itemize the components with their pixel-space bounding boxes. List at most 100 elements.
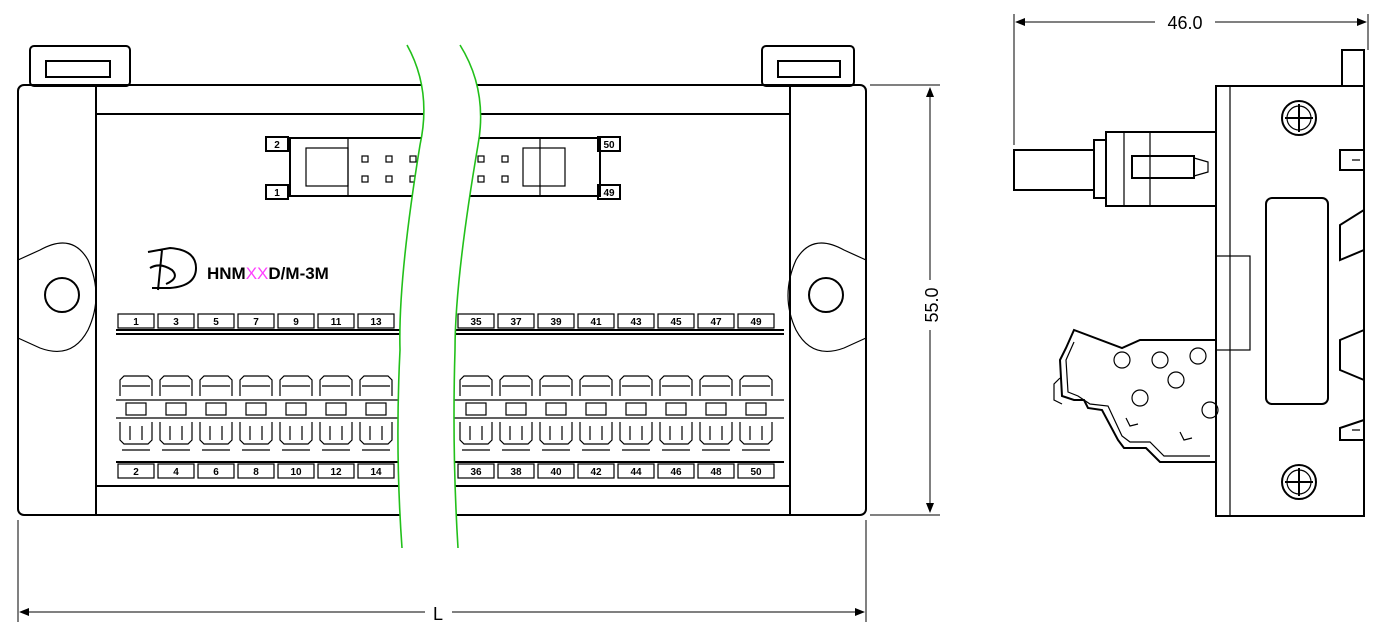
svg-text:41: 41	[590, 317, 602, 328]
terminal-label: 49	[737, 313, 775, 329]
svg-text:1: 1	[274, 188, 280, 199]
terminal-label: 7	[237, 313, 275, 329]
terminal-label: 5	[197, 313, 235, 329]
terminal-cell	[199, 375, 233, 451]
dimension-width: 46.0	[1013, 13, 1369, 145]
header-pin-label-50: 50	[597, 136, 621, 152]
terminal-cell	[659, 375, 693, 451]
svg-text:42: 42	[590, 467, 602, 478]
svg-text:48: 48	[710, 467, 722, 478]
terminal-cell	[739, 375, 773, 451]
terminal-cell	[359, 375, 393, 451]
terminal-cell	[699, 375, 733, 451]
svg-text:5: 5	[213, 317, 219, 328]
terminal-cell	[579, 375, 613, 451]
svg-text:45: 45	[670, 317, 682, 328]
mounting-tab-right	[761, 45, 855, 87]
terminal-cell	[279, 375, 313, 451]
svg-text:1: 1	[133, 317, 139, 328]
terminal-label: 45	[657, 313, 695, 329]
break-line-right	[453, 44, 482, 549]
svg-text:12: 12	[330, 467, 342, 478]
terminal-label: 12	[317, 463, 355, 479]
terminal-label: 1	[117, 313, 155, 329]
header-pin	[477, 175, 485, 183]
screw-icon	[1281, 464, 1317, 500]
mounting-tab-left	[29, 45, 131, 87]
terminal-cell	[459, 375, 493, 451]
svg-text:44: 44	[630, 467, 642, 478]
terminal-label: 6	[197, 463, 235, 479]
terminal-label: 39	[537, 313, 575, 329]
svg-text:49: 49	[603, 188, 615, 199]
header-pin	[385, 155, 393, 163]
terminal-label: 36	[457, 463, 495, 479]
terminal-cell	[239, 375, 273, 451]
svg-text:13: 13	[370, 317, 382, 328]
svg-text:38: 38	[510, 467, 522, 478]
terminal-label: 13	[357, 313, 395, 329]
svg-text:11: 11	[331, 317, 342, 328]
company-logo-icon	[147, 246, 198, 291]
svg-text:50: 50	[750, 467, 762, 478]
header-pin-label-2: 2	[265, 136, 289, 152]
svg-text:55.0: 55.0	[922, 287, 942, 322]
terminal-label: 50	[737, 463, 775, 479]
svg-text:14: 14	[370, 467, 382, 478]
svg-text:6: 6	[213, 467, 219, 478]
terminal-label: 47	[697, 313, 735, 329]
header-pin	[361, 155, 369, 163]
terminal-label: 4	[157, 463, 195, 479]
terminal-cell	[159, 375, 193, 451]
dimension-length: L	[17, 520, 867, 624]
header-pin	[385, 175, 393, 183]
terminal-label: 9	[277, 313, 315, 329]
svg-text:46.0: 46.0	[1167, 13, 1202, 33]
header-pin	[409, 155, 417, 163]
svg-text:50: 50	[603, 140, 615, 151]
terminal-label: 41	[577, 313, 615, 329]
header-pin	[361, 175, 369, 183]
svg-text:46: 46	[670, 467, 682, 478]
break-line-left	[397, 44, 425, 549]
svg-text:10: 10	[290, 467, 302, 478]
svg-text:49: 49	[750, 317, 762, 328]
header-pin	[501, 155, 509, 163]
model-number: HNMXXD/M-3M	[207, 264, 329, 283]
terminal-cell	[619, 375, 653, 451]
front-view: 2 1 50 49 HNMXXD/M-3M	[17, 44, 942, 624]
svg-text:40: 40	[550, 467, 562, 478]
mounting-hole-left	[44, 277, 80, 313]
screw-icon	[1281, 100, 1317, 136]
terminal-label: 35	[457, 313, 495, 329]
svg-text:L: L	[433, 604, 443, 624]
svg-text:3: 3	[173, 317, 179, 328]
terminal-label: 46	[657, 463, 695, 479]
svg-text:2: 2	[133, 467, 139, 478]
terminal-label: 44	[617, 463, 655, 479]
terminal-label: 42	[577, 463, 615, 479]
svg-text:2: 2	[274, 140, 280, 151]
terminal-cell	[119, 375, 153, 451]
terminal-cell	[539, 375, 573, 451]
terminal-label: 11	[317, 313, 355, 329]
terminal-label: 3	[157, 313, 195, 329]
dimension-height: 55.0	[870, 84, 942, 516]
svg-text:7: 7	[253, 317, 259, 328]
side-view: 46.0	[1013, 13, 1369, 517]
terminal-cell	[319, 375, 353, 451]
svg-text:8: 8	[253, 467, 259, 478]
header-pin-label-1: 1	[265, 184, 289, 200]
svg-text:35: 35	[470, 317, 482, 328]
header-pin	[501, 175, 509, 183]
svg-text:9: 9	[293, 317, 299, 328]
terminal-label: 8	[237, 463, 275, 479]
svg-text:43: 43	[630, 317, 642, 328]
terminal-label: 14	[357, 463, 395, 479]
header-pin-label-49: 49	[597, 184, 621, 200]
terminal-label: 2	[117, 463, 155, 479]
mounting-hole-right	[808, 277, 844, 313]
svg-text:39: 39	[550, 317, 562, 328]
terminal-label: 37	[497, 313, 535, 329]
